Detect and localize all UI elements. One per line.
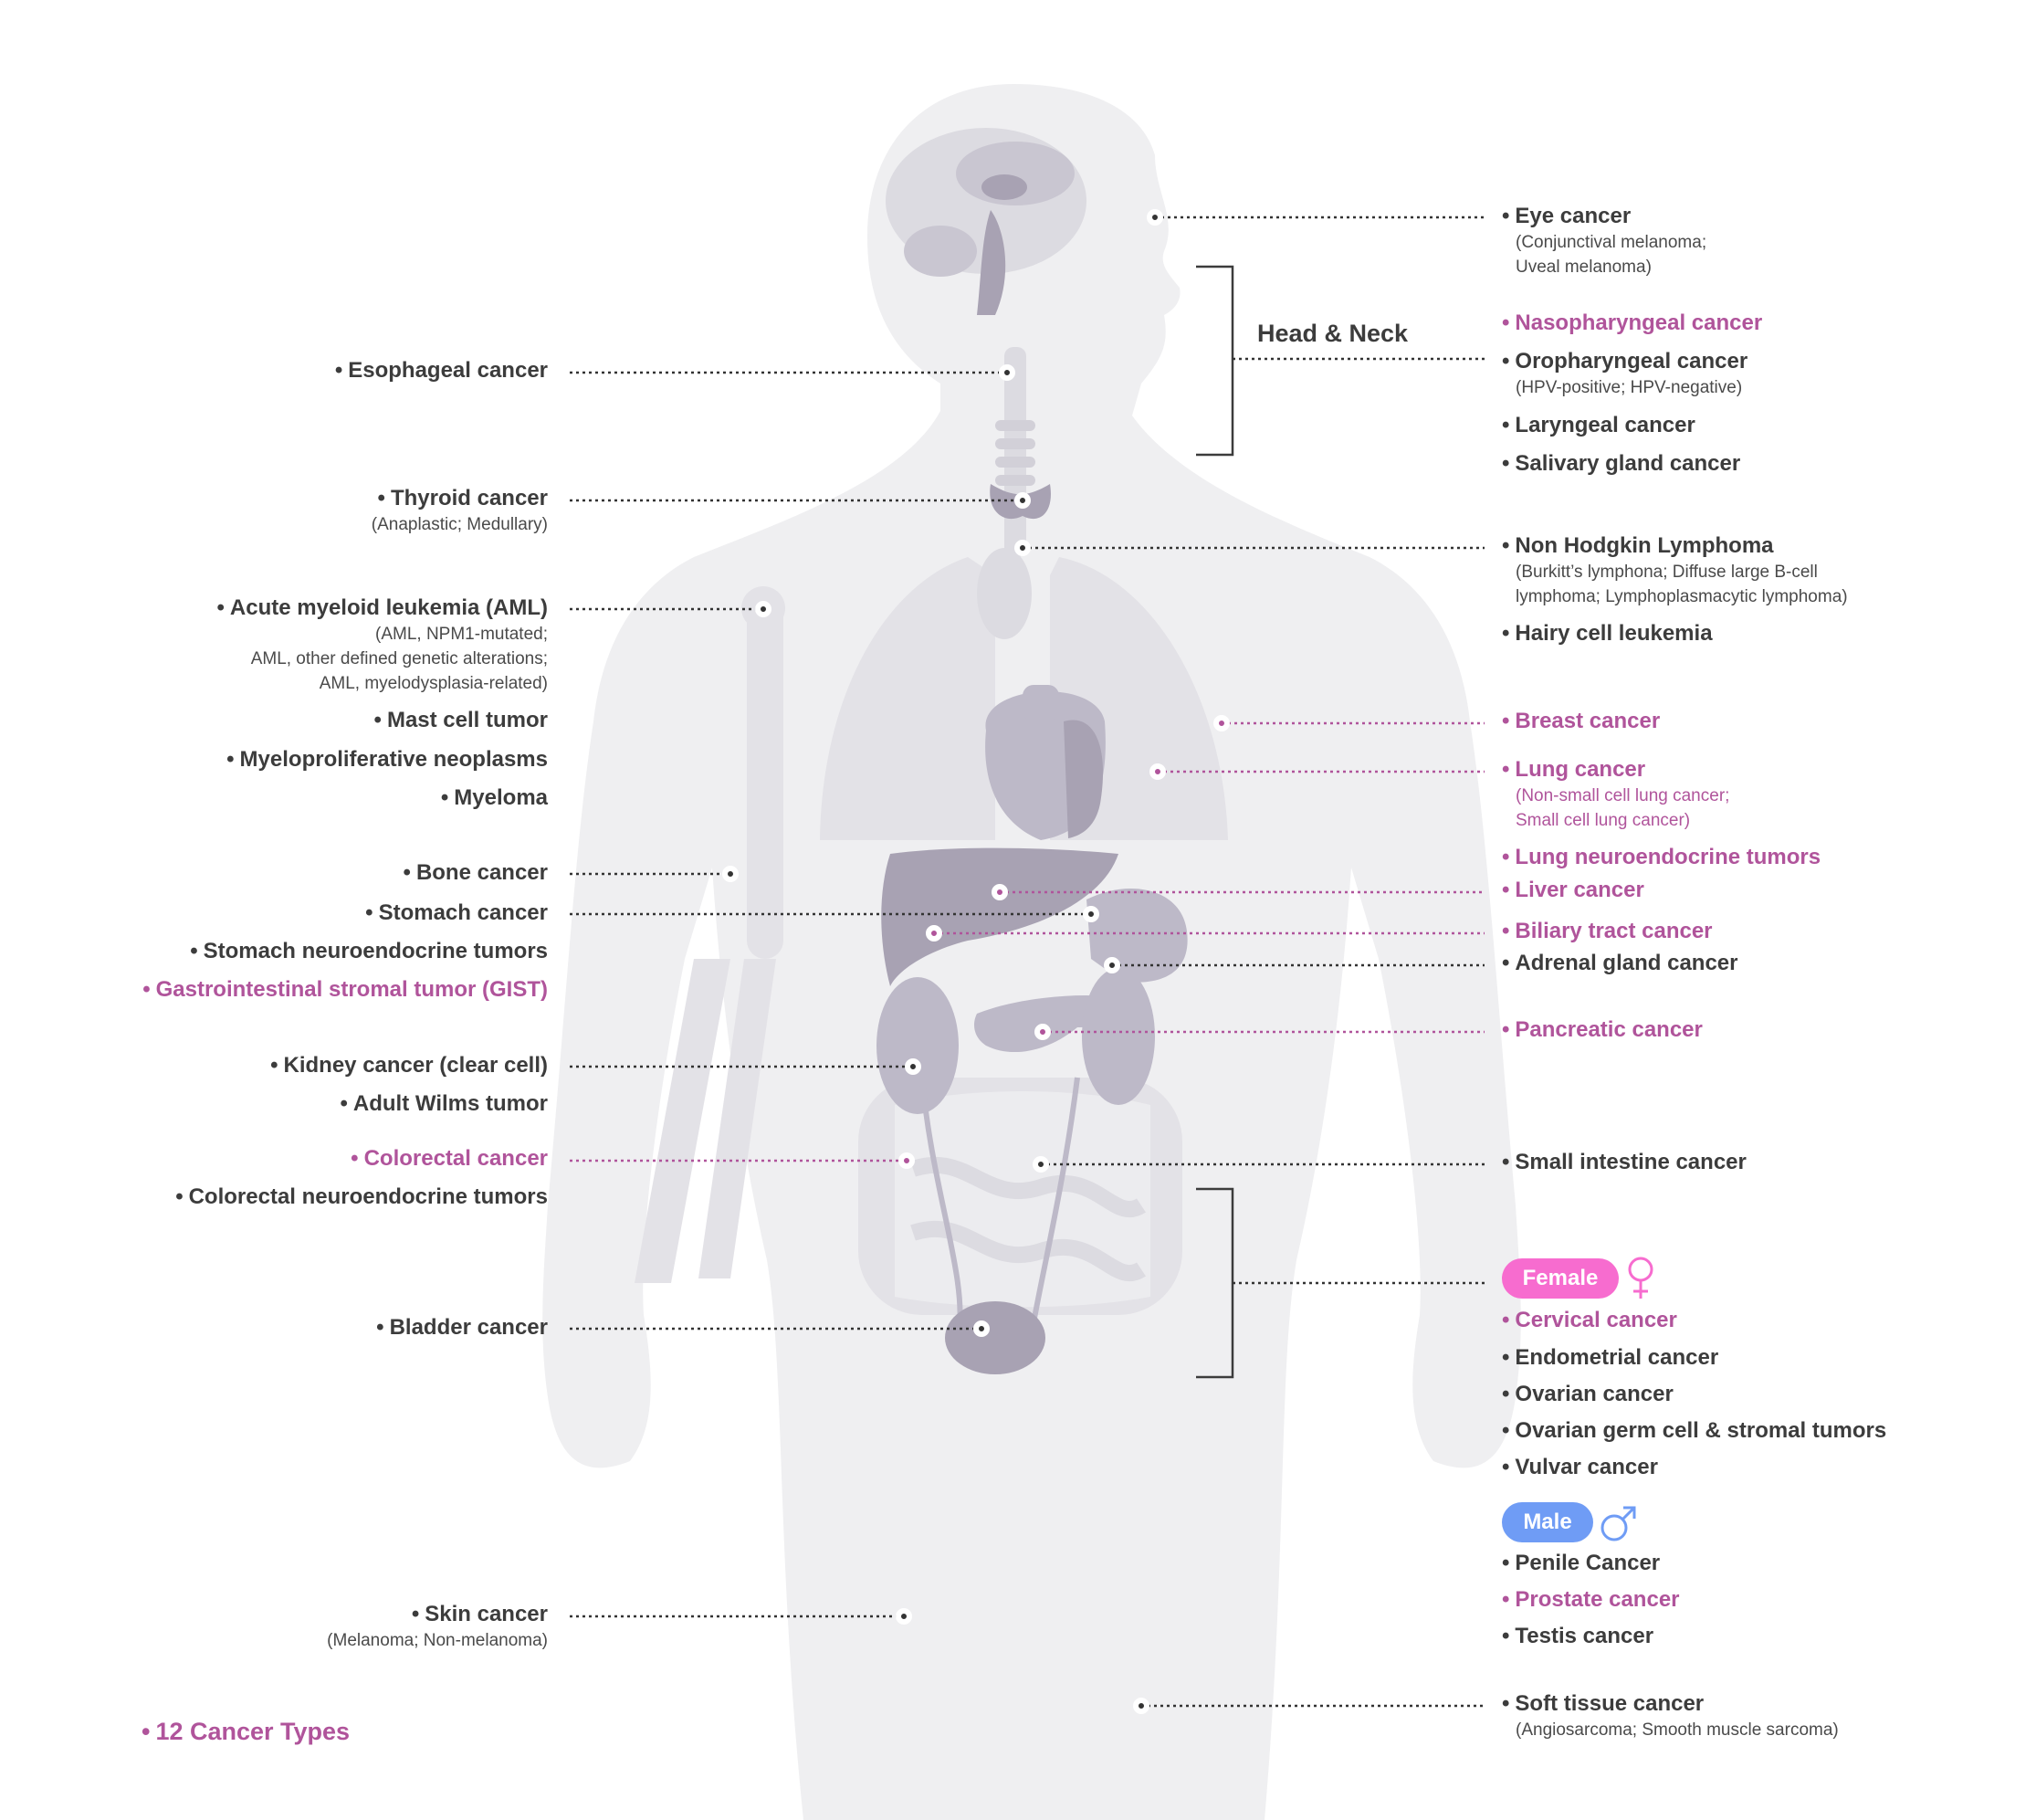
female-badge: Female [1502,1258,1619,1299]
label-colorectal-cancer: •Colorectal cancer [351,1146,548,1171]
label-hairy-cell-leukemia: •Hairy cell leukemia [1502,621,1713,646]
dot-eye [1147,209,1163,226]
label-soft-tissue-cancer: •Soft tissue cancer (Angiosarcoma; Smoot… [1502,1691,1839,1740]
leader-lines [570,216,1485,1708]
dot-bone [722,866,739,882]
dot-stomach [1083,906,1099,922]
label-ovarian-germ-cell: •Ovarian germ cell & stromal tumors [1502,1418,1887,1443]
label-endometrial-cancer: •Endometrial cancer [1502,1345,1719,1370]
dot-thyroid [1014,492,1031,509]
bladder [945,1301,1045,1374]
female-symbol-icon [1628,1257,1653,1299]
label-esophageal-cancer: •Esophageal cancer [334,358,548,383]
dot-breast [1213,715,1230,731]
label-lung-cancer: •Lung cancer (Non-small cell lung cancer… [1502,757,1730,830]
label-eye-cancer: •Eye cancer (Conjunctival melanoma; Uvea… [1502,204,1707,277]
dot-skin [896,1608,912,1625]
brain [886,128,1086,315]
label-gist: •Gastrointestinal stromal tumor (GIST) [142,977,548,1002]
label-kidney-cancer: •Kidney cancer (clear cell) [270,1053,548,1078]
male-badge: Male [1502,1502,1593,1542]
label-aml: •Acute myeloid leukemia (AML) (AML, NPM1… [216,595,548,693]
dot-bladder [973,1320,990,1337]
dot-esophageal [999,364,1015,381]
label-lung-net: •Lung neuroendocrine tumors [1502,845,1821,869]
heart [985,685,1106,840]
label-myeloma: •Myeloma [440,785,548,810]
label-vulvar-cancer: •Vulvar cancer [1502,1455,1658,1479]
label-adult-wilms-tumor: •Adult Wilms tumor [340,1091,548,1116]
label-breast-cancer: •Breast cancer [1502,709,1661,733]
label-thyroid-cancer: •Thyroid cancer (Anaplastic; Medullary) [371,486,548,534]
male-symbol-icon [1600,1506,1636,1541]
label-colorectal-net: •Colorectal neuroendocrine tumors [175,1184,548,1209]
head-neck-heading: Head & Neck [1257,320,1409,347]
intestines [858,1078,1182,1315]
label-mast-cell-tumor: •Mast cell tumor [373,708,548,732]
label-laryngeal-cancer: •Laryngeal cancer [1502,413,1695,437]
label-prostate-cancer: •Prostate cancer [1502,1587,1680,1612]
label-cervical-cancer: •Cervical cancer [1502,1308,1677,1332]
dot-kidney [905,1058,921,1075]
liver [881,847,1118,986]
label-penile-cancer: •Penile Cancer [1502,1551,1661,1575]
dot-soft-tissue [1133,1698,1149,1714]
dot-liver [992,884,1008,900]
dot-lung [1149,763,1166,780]
label-testis-cancer: •Testis cancer [1502,1624,1654,1648]
label-non-hodgkin-lymphoma: •Non Hodgkin Lymphoma (Burkitt’s lymphon… [1502,533,1848,606]
label-oropharyngeal-cancer: •Oropharyngeal cancer (HPV-positive; HPV… [1502,349,1748,397]
label-nasopharyngeal-cancer: •Nasopharyngeal cancer [1502,310,1763,335]
kidneys [876,968,1155,1334]
dot-pancreatic [1034,1024,1051,1040]
label-myeloproliferative: •Myeloproliferative neoplasms [226,747,548,772]
label-stomach-net: •Stomach neuroendocrine tumors [190,939,548,963]
label-salivary-gland-cancer: •Salivary gland cancer [1502,451,1741,476]
label-bladder-cancer: •Bladder cancer [376,1315,548,1340]
dot-colorectal [898,1152,915,1169]
dot-biliary [926,925,942,942]
label-stomach-cancer: •Stomach cancer [365,900,548,925]
label-skin-cancer: •Skin cancer (Melanoma; Non-melanoma) [327,1602,548,1650]
dot-small-intestine [1033,1156,1049,1173]
dot-lymphoma [1014,540,1031,556]
label-adrenal-gland-cancer: •Adrenal gland cancer [1502,951,1738,975]
label-pancreatic-cancer: •Pancreatic cancer [1502,1017,1703,1042]
body-silhouette [542,84,1521,1820]
legend-cancer-types: •12 Cancer Types [142,1718,351,1745]
anchor-dots [722,209,1230,1714]
label-bone-cancer: •Bone cancer [403,860,548,885]
label-ovarian-cancer: •Ovarian cancer [1502,1382,1674,1406]
label-liver-cancer: •Liver cancer [1502,878,1644,902]
dot-adrenal [1104,957,1120,973]
label-biliary-tract-cancer: •Biliary tract cancer [1502,919,1713,943]
head-neck-bracket [1196,265,1234,457]
label-small-intestine-cancer: •Small intestine cancer [1502,1150,1747,1174]
dot-aml [755,601,771,617]
